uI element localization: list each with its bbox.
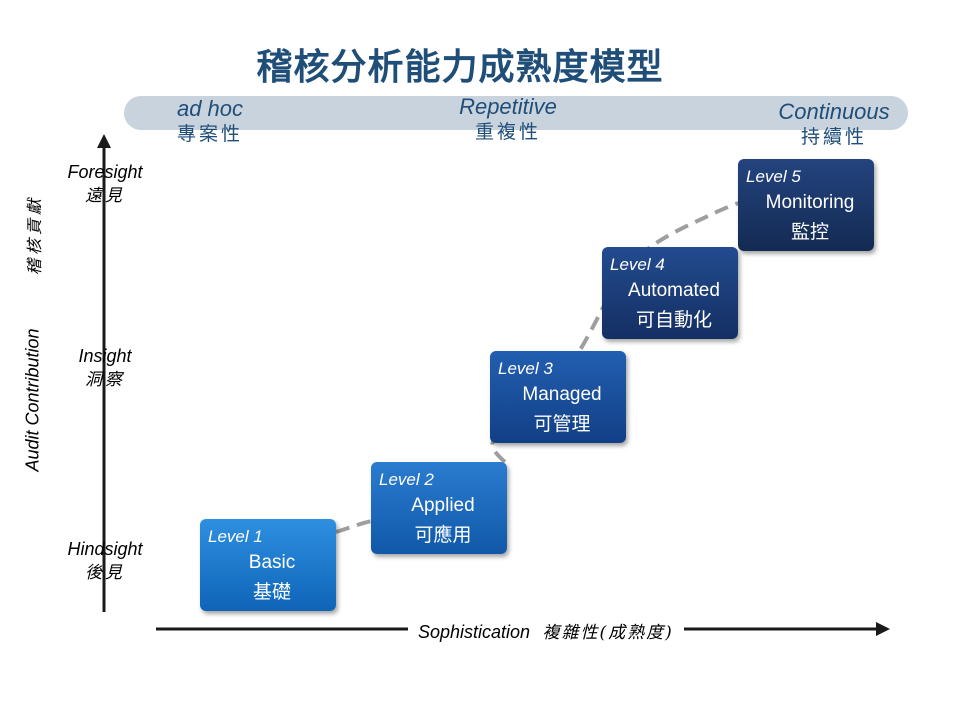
- level-name: Monitoring: [765, 192, 855, 213]
- level-name: Basic: [248, 552, 296, 573]
- y-level-zh: 後見: [85, 563, 125, 583]
- level-1-box: Level 1 Basic 基礎: [200, 519, 336, 611]
- x-axis-title-en: Sophistication: [418, 622, 531, 642]
- band-label-zh: 重複性: [474, 121, 541, 143]
- x-axis-arrowhead: [876, 622, 890, 636]
- y-level-en: Foresight: [67, 162, 143, 182]
- y-axis-arrowhead: [97, 134, 111, 148]
- level-5-box: Level 5 Monitoring 監控: [738, 159, 874, 251]
- y-level-en: Insight: [78, 346, 132, 366]
- band-label-adhoc: ad hoc 專案性: [150, 97, 270, 147]
- level-name: Managed: [522, 384, 602, 405]
- x-axis-title-zh: 複雜性(成熟度): [542, 623, 674, 643]
- band-label-continuous: Continuous 持續性: [764, 100, 904, 150]
- y-axis-title: Audit Contribution: [22, 328, 43, 472]
- level-number: Level 2: [379, 470, 434, 489]
- band-label-en: Repetitive: [459, 94, 557, 119]
- level-number: Level 5: [746, 167, 801, 186]
- band-label-en: ad hoc: [176, 96, 244, 121]
- level-name-zh: 可自動化: [635, 309, 712, 331]
- band-label-zh: 專案性: [176, 123, 243, 145]
- band-label-en: Continuous: [778, 99, 890, 124]
- y-level-foresight: Foresight 遠見: [50, 160, 160, 208]
- level-number: Level 4: [610, 255, 665, 274]
- page-title: 稽核分析能力成熟度模型: [256, 47, 664, 88]
- level-number: Level 3: [498, 359, 553, 378]
- x-axis-title: Sophistication 複雜性(成熟度): [408, 618, 684, 646]
- y-level-zh: 遠見: [85, 186, 125, 206]
- level-4-box: Level 4 Automated 可自動化: [602, 247, 738, 339]
- level-2-box: Level 2 Applied 可應用: [371, 462, 507, 554]
- maturity-band: [124, 96, 908, 130]
- level-name-zh: 可應用: [414, 524, 472, 546]
- band-label-zh: 持續性: [800, 126, 867, 148]
- y-axis-title-zh: 稽核貢獻: [25, 194, 44, 276]
- level-name-zh: 基礎: [252, 581, 291, 603]
- level-name-zh: 監控: [790, 221, 829, 243]
- y-level-hindsight: Hindsight 後見: [50, 537, 160, 585]
- band-label-repetitive: Repetitive 重複性: [438, 95, 578, 145]
- level-name-zh: 可管理: [533, 413, 591, 435]
- level-name: Automated: [628, 280, 720, 301]
- level-3-box: Level 3 Managed 可管理: [490, 351, 626, 443]
- y-level-zh: 洞察: [85, 370, 125, 390]
- level-name: Applied: [411, 495, 475, 516]
- level-number: Level 1: [208, 527, 263, 546]
- y-level-insight: Insight 洞察: [50, 344, 160, 392]
- y-level-en: Hindsight: [67, 539, 143, 559]
